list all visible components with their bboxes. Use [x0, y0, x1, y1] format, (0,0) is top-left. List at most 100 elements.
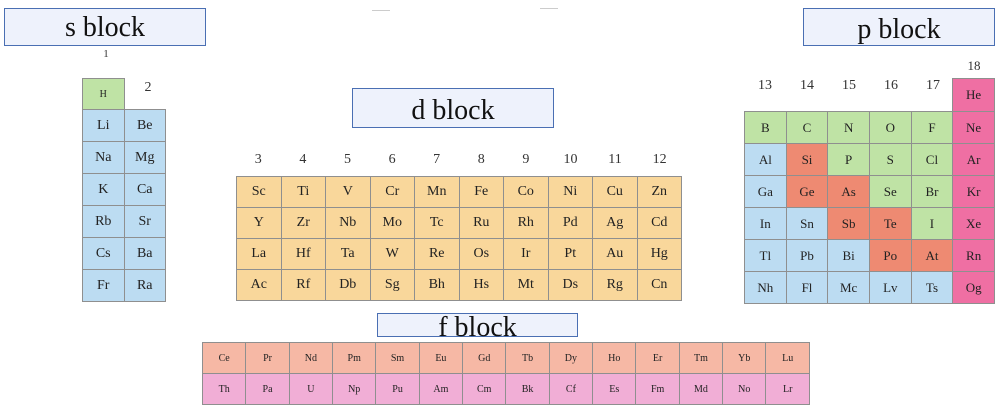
element-cell: Ge — [785, 175, 829, 208]
group-number: 9 — [522, 152, 530, 167]
element-cell: Mn — [414, 176, 460, 208]
element-cell: Md — [678, 373, 724, 405]
element-cell: Lu — [765, 342, 810, 374]
element-cell: Tl — [744, 239, 787, 272]
group-number: 4 — [299, 152, 307, 167]
element-cell: Cf — [548, 373, 594, 405]
group-number: 13 — [758, 78, 772, 93]
element-cell: Hs — [458, 269, 504, 301]
group-number: 17 — [926, 78, 940, 93]
element-cell: Th — [201, 373, 247, 405]
element-cell: Lv — [868, 271, 912, 304]
element-cell: Og — [952, 271, 995, 304]
element-cell: At — [910, 239, 954, 272]
element-cell: P — [827, 143, 870, 176]
element-cell: Rf — [280, 269, 326, 301]
element-cell: I — [910, 207, 954, 240]
group-number: 11 — [608, 152, 622, 167]
element-cell: Mc — [827, 271, 870, 304]
element-cell: Bk — [505, 373, 550, 405]
empty-cell — [869, 79, 911, 112]
element-cell: Os — [458, 238, 504, 270]
element-cell: Tc — [414, 207, 460, 239]
element-cell: Bh — [414, 269, 460, 301]
group-number: 10 — [563, 152, 578, 167]
element-cell: U — [288, 373, 334, 405]
element-cell: Rh — [503, 207, 549, 239]
element-cell: Mt — [503, 269, 549, 301]
element-cell: O — [868, 111, 912, 144]
group-number: 1 — [103, 48, 109, 60]
element-cell: Pt — [547, 238, 593, 270]
element-cell: Sc — [236, 176, 282, 208]
element-cell: Sr — [123, 205, 166, 238]
element-cell: Nh — [744, 271, 787, 304]
element-cell: Pm — [332, 342, 377, 374]
element-cell: Pa — [245, 373, 290, 405]
element-cell: Zr — [280, 207, 326, 239]
element-cell: Li — [82, 109, 125, 142]
empty-cell — [124, 79, 166, 110]
element-cell: Ca — [123, 173, 166, 206]
element-cell: Ts — [910, 271, 954, 304]
element-cell: Gd — [462, 342, 507, 374]
element-cell: Es — [592, 373, 637, 405]
element-cell: Sg — [369, 269, 415, 301]
element-cell: Ds — [547, 269, 593, 301]
element-cell: Sm — [375, 342, 420, 374]
element-cell: Er — [635, 342, 680, 374]
element-cell: Nb — [325, 207, 371, 239]
group-number: 12 — [652, 152, 667, 167]
element-cell: Be — [123, 109, 166, 142]
element-cell: Cn — [636, 269, 682, 301]
element-cell: Fr — [82, 269, 125, 302]
element-cell: Cr — [369, 176, 415, 208]
element-cell: Ce — [201, 342, 247, 374]
element-cell: Db — [325, 269, 371, 301]
element-cell: K — [82, 173, 125, 206]
element-cell: Cu — [592, 176, 638, 208]
element-cell: Po — [868, 239, 912, 272]
element-cell: Sb — [827, 207, 870, 240]
element-cell: Tm — [678, 342, 724, 374]
element-cell: Hf — [280, 238, 326, 270]
group-number: 3 — [254, 152, 262, 167]
element-cell: Bi — [827, 239, 870, 272]
element-cell: In — [744, 207, 787, 240]
scan-mark — [540, 8, 558, 9]
element-cell: Ta — [325, 238, 371, 270]
element-cell: S — [868, 143, 912, 176]
empty-cell — [828, 79, 870, 112]
element-cell: Am — [418, 373, 464, 405]
element-cell: Te — [868, 207, 912, 240]
element-cell: Hg — [636, 238, 682, 270]
element-cell: Fe — [458, 176, 504, 208]
element-cell: B — [744, 111, 787, 144]
element-cell: Tb — [505, 342, 550, 374]
group-number: 18 — [967, 58, 981, 73]
element-cell: N — [827, 111, 870, 144]
element-cell: Ra — [123, 269, 166, 302]
element-cell: Pu — [375, 373, 420, 405]
p-block-label: p block — [803, 8, 995, 46]
group-number: 5 — [343, 152, 351, 167]
element-cell: Sn — [785, 207, 829, 240]
element-cell: Ba — [123, 237, 166, 270]
element-cell: Pb — [785, 239, 829, 272]
element-cell: Al — [744, 143, 787, 176]
element-cell: He — [952, 78, 995, 112]
element-cell: Br — [910, 175, 954, 208]
element-cell: V — [325, 176, 371, 208]
element-cell: Mg — [123, 141, 166, 174]
element-cell: Pd — [547, 207, 593, 239]
element-cell: La — [236, 238, 282, 270]
element-cell: Cd — [636, 207, 682, 239]
empty-cell — [786, 79, 828, 112]
element-cell: Dy — [548, 342, 594, 374]
group-number: 14 — [800, 78, 814, 93]
empty-cell — [745, 79, 787, 112]
element-cell: Np — [332, 373, 377, 405]
